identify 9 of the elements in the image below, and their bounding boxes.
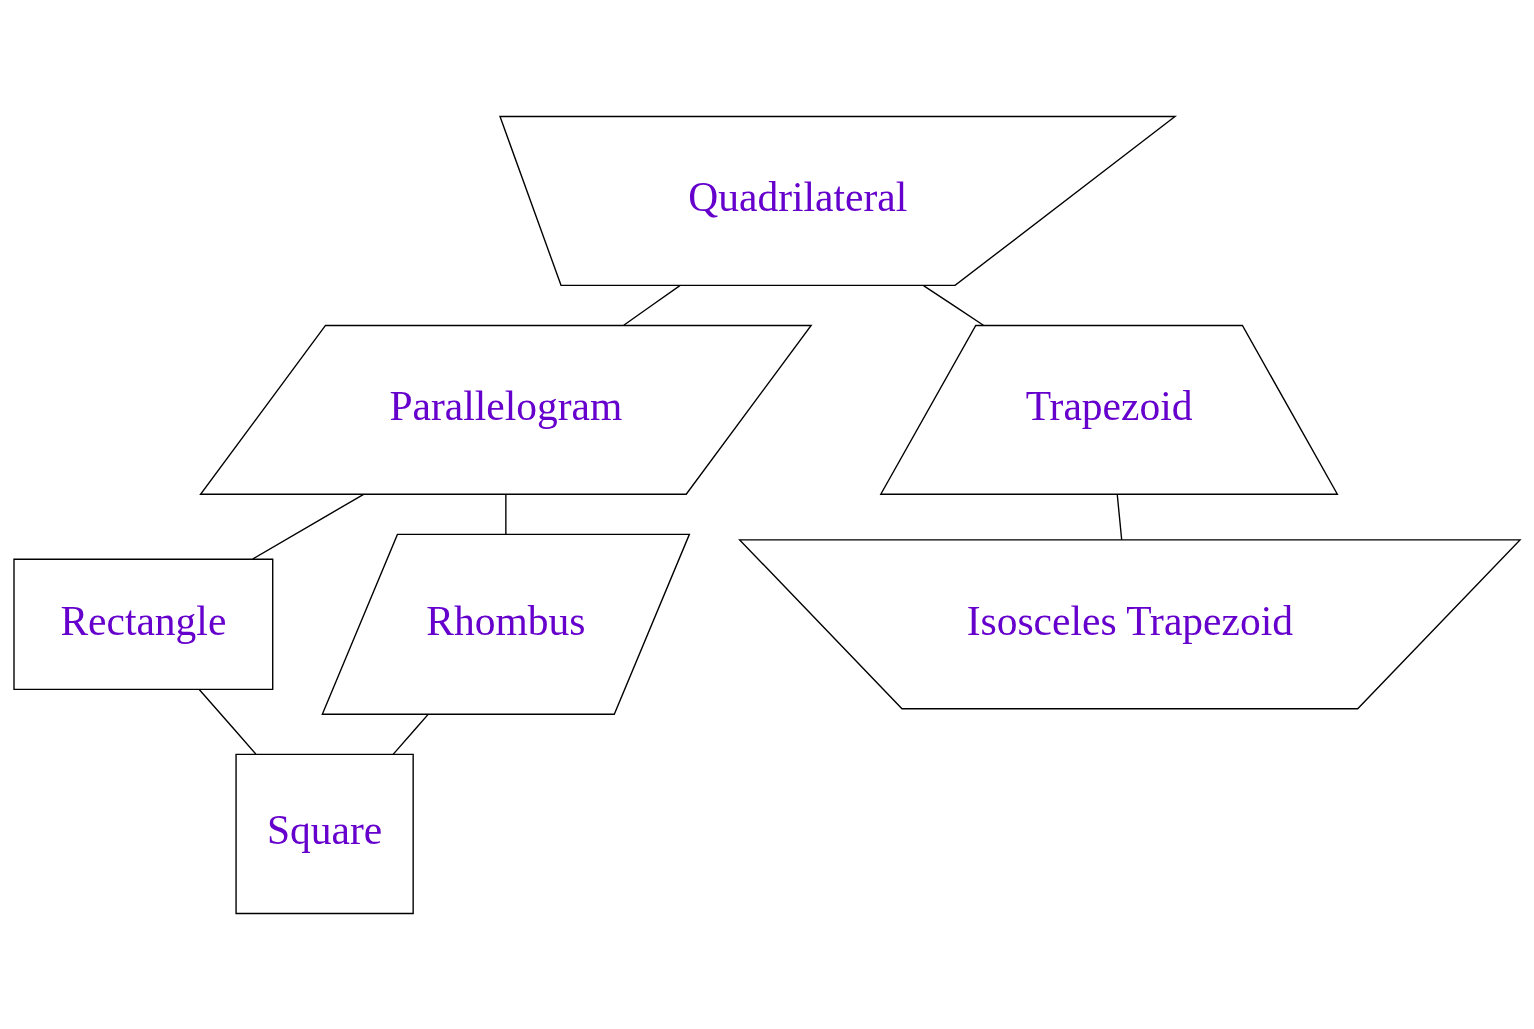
- node-box: Square: [235, 753, 414, 914]
- connector: [198, 688, 257, 755]
- connector: [623, 284, 681, 326]
- connector: [1116, 493, 1123, 540]
- connector: [252, 493, 365, 560]
- connector: [392, 713, 429, 755]
- connector: [922, 284, 985, 326]
- connector: [505, 493, 507, 535]
- node-box: Rectangle: [13, 558, 274, 690]
